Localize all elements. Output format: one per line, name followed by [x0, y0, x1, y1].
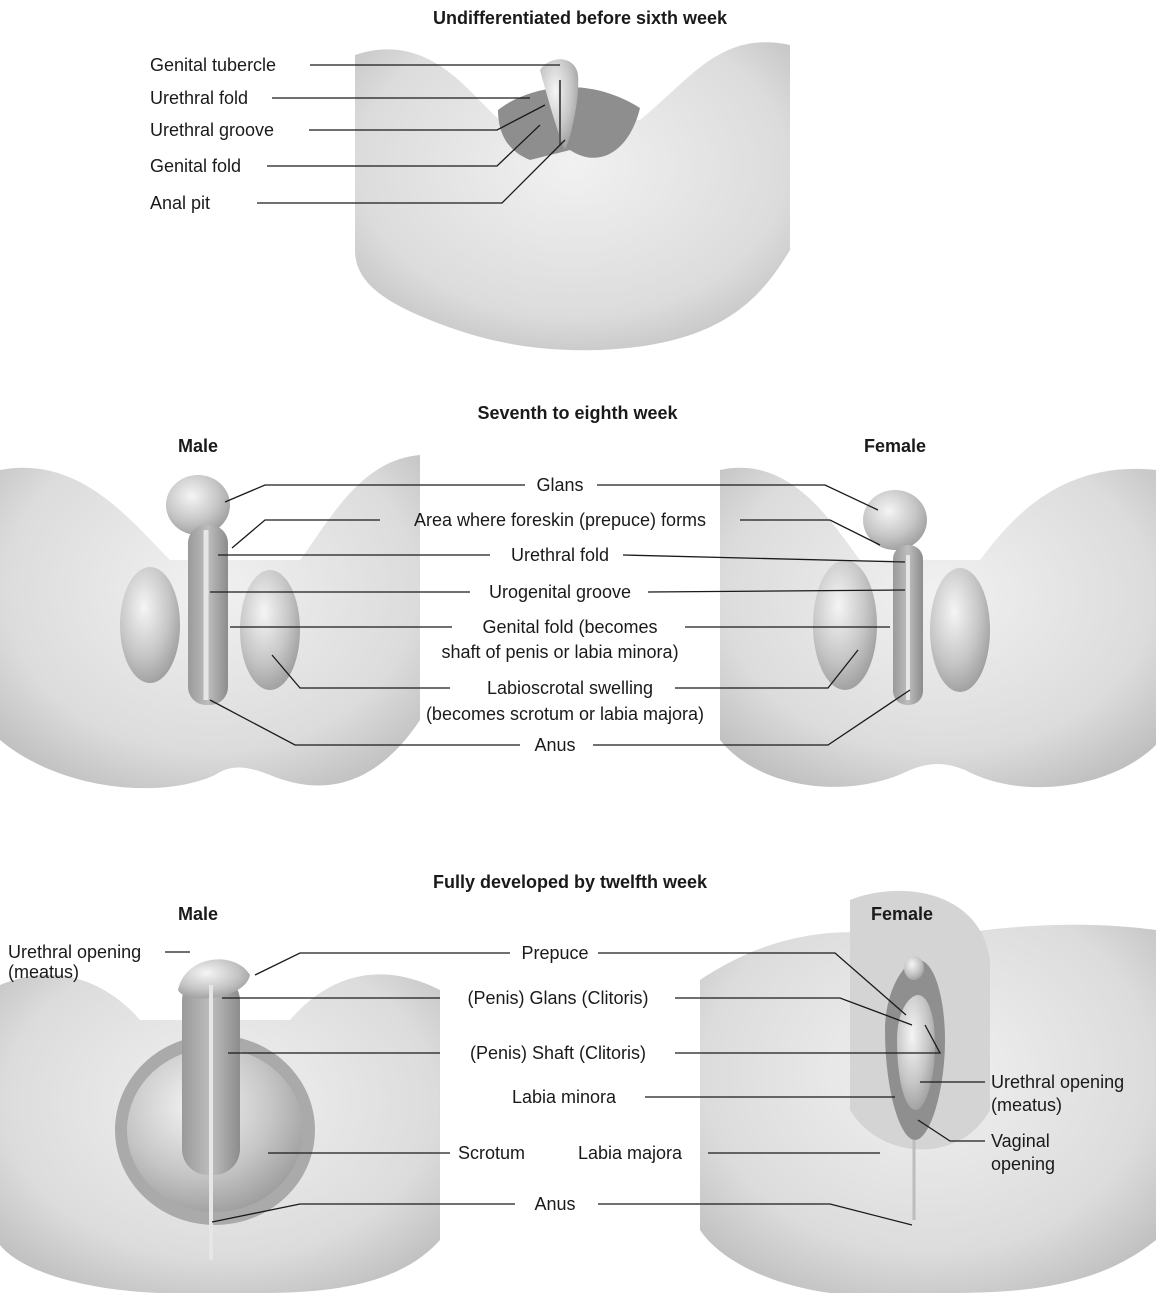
label-urogenital-groove: Urogenital groove [440, 581, 680, 603]
panel2-female-heading: Female [864, 436, 926, 457]
label-vaginal-opening-line2: opening [991, 1153, 1055, 1175]
label-urethral-groove: Urethral groove [150, 119, 274, 141]
panel3-male-heading: Male [178, 904, 218, 925]
panel2-male-heading: Male [178, 436, 218, 457]
undifferentiated-figure [355, 42, 790, 350]
label-anal-pit: Anal pit [150, 192, 210, 214]
panel3-female-heading: Female [871, 904, 933, 925]
label-labia-minora: Labia minora [512, 1086, 616, 1108]
label-labioscrotal-line2: (becomes scrotum or labia majora) [380, 703, 750, 725]
panel3-title: Fully developed by twelfth week [350, 872, 790, 893]
seventh-week-male-figure [0, 455, 420, 788]
label-glans: Glans [430, 474, 690, 496]
label-anus-3: Anus [510, 1193, 600, 1215]
label-urethral-fold-2: Urethral fold [440, 544, 680, 566]
twelfth-week-male-figure [0, 959, 440, 1293]
label-anus-2: Anus [500, 734, 610, 756]
label-urethral-fold: Urethral fold [150, 87, 248, 109]
label-prepuce: Prepuce [510, 942, 600, 964]
label-foreskin-area: Area where foreskin (prepuce) forms [380, 509, 740, 531]
label-genital-tubercle: Genital tubercle [150, 54, 276, 76]
label-glans-3: (Penis) Glans (Clitoris) [438, 987, 678, 1009]
label-urethral-opening-female-line2: (meatus) [991, 1094, 1062, 1116]
label-genital-fold-2-line2: shaft of penis or labia minora) [390, 641, 730, 663]
label-genital-fold-2-line1: Genital fold (becomes [440, 616, 700, 638]
label-urethral-opening-female-line1: Urethral opening [991, 1071, 1124, 1093]
label-labia-majora: Labia majora [578, 1142, 682, 1164]
label-urethral-opening-male-line2: (meatus) [8, 961, 79, 983]
label-vaginal-opening-line1: Vaginal [991, 1130, 1050, 1152]
label-shaft: (Penis) Shaft (Clitoris) [440, 1042, 676, 1064]
label-labioscrotal-line1: Labioscrotal swelling [440, 677, 700, 699]
label-scrotum: Scrotum [458, 1142, 525, 1164]
label-genital-fold: Genital fold [150, 155, 241, 177]
panel1-title: Undifferentiated before sixth week [370, 8, 790, 29]
label-urethral-opening-male-line1: Urethral opening [8, 941, 141, 963]
panel2-title: Seventh to eighth week [400, 403, 755, 424]
